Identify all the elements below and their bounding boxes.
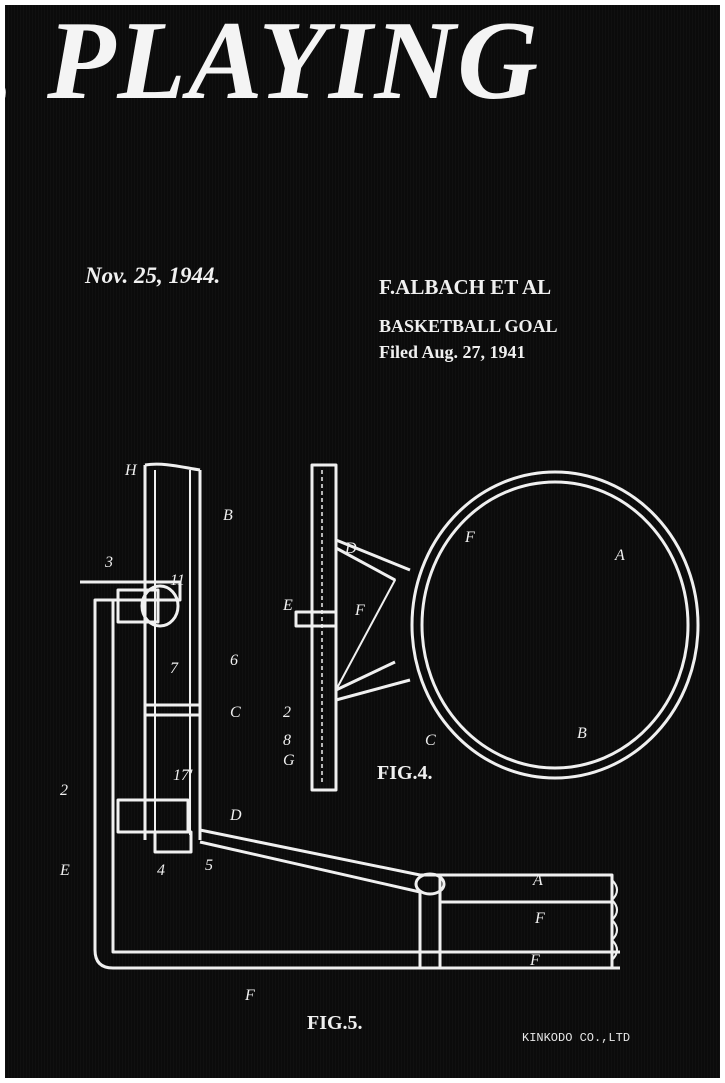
letter-label: G xyxy=(283,752,295,769)
fig4-drawing xyxy=(294,463,700,792)
tshirt-print: , PLAYING Nov. 25, 1944. F.ALBACH ET AL … xyxy=(5,5,720,1078)
letter-label: B xyxy=(577,725,587,742)
letter-label: 4 xyxy=(157,862,165,879)
letter-label: E xyxy=(59,862,70,879)
letter-label: F xyxy=(529,952,540,969)
letter-label: F xyxy=(534,910,545,927)
letter-label: 3 xyxy=(104,554,113,571)
letter-label: D xyxy=(229,807,242,824)
letter-label: A xyxy=(532,872,543,889)
letter-label: 17' xyxy=(173,767,193,784)
patent-invention: BASKETBALL GOAL xyxy=(379,316,558,336)
letter-label: 2 xyxy=(60,782,68,799)
letter-label: 8 xyxy=(283,732,291,749)
letter-label: C xyxy=(425,732,436,749)
letter-label: 6 xyxy=(230,652,238,669)
letter-label: F xyxy=(354,602,365,619)
patent-filed-date: Filed Aug. 27, 1941 xyxy=(379,342,526,362)
letter-label: 7 xyxy=(170,660,179,677)
letter-label: B xyxy=(223,507,233,524)
letter-label: A xyxy=(614,547,625,564)
letter-label: F xyxy=(244,987,255,1004)
letter-label: E xyxy=(282,597,293,614)
letter-label: 11 xyxy=(170,572,185,589)
letter-label: 2 xyxy=(283,704,291,721)
patent-drawing: H B 3 11 6 7 C 2 17' D E 4 5 A F E 2 8 G… xyxy=(59,462,700,1004)
drawing-letters: H B 3 11 6 7 C 2 17' D E 4 5 A F E 2 8 G… xyxy=(59,462,625,1004)
patent-inventor: F.ALBACH ET AL xyxy=(379,275,552,299)
patent-date: Nov. 25, 1944. xyxy=(85,263,221,288)
letter-label: F xyxy=(464,529,475,546)
letter-label: D xyxy=(344,540,357,557)
letter-label: H xyxy=(124,462,138,479)
fig5-drawing xyxy=(80,462,620,970)
letter-label: C xyxy=(230,704,241,721)
fig5-caption: FIG.5. xyxy=(307,1012,363,1034)
fig4-caption: FIG.4. xyxy=(377,762,433,784)
watermark-credit: KINKODO CO.,LTD xyxy=(522,1031,631,1045)
print-title: , PLAYING xyxy=(5,5,541,123)
letter-label: 5 xyxy=(205,857,213,874)
